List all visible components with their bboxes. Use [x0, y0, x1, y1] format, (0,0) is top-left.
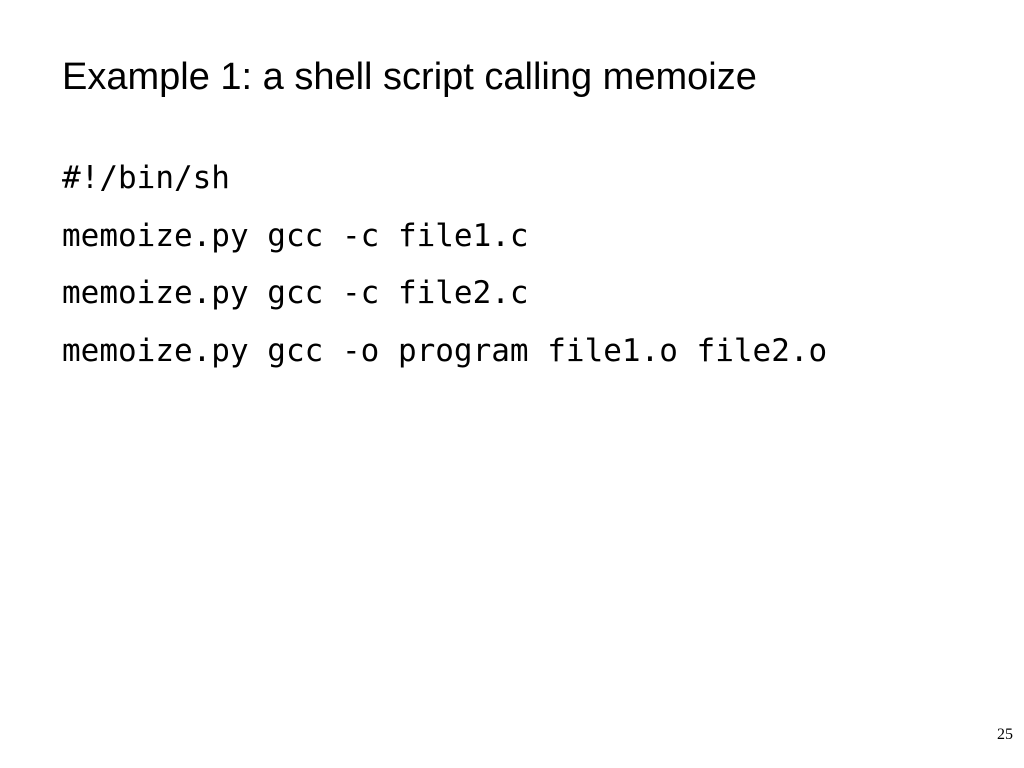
code-line-shebang: #!/bin/sh	[62, 160, 230, 196]
code-line: memoize.py gcc -c file2.c	[62, 275, 529, 311]
page-number: 25	[997, 726, 1013, 743]
code-line: memoize.py gcc -c file1.c	[62, 217, 529, 254]
code-line: memoize.py gcc -o program file1.o file2.…	[62, 332, 828, 369]
slide-title: Example 1: a shell script calling memoiz…	[62, 56, 757, 98]
code-block: #!/bin/sh memoize.py gcc -c file1.c memo…	[62, 150, 827, 380]
